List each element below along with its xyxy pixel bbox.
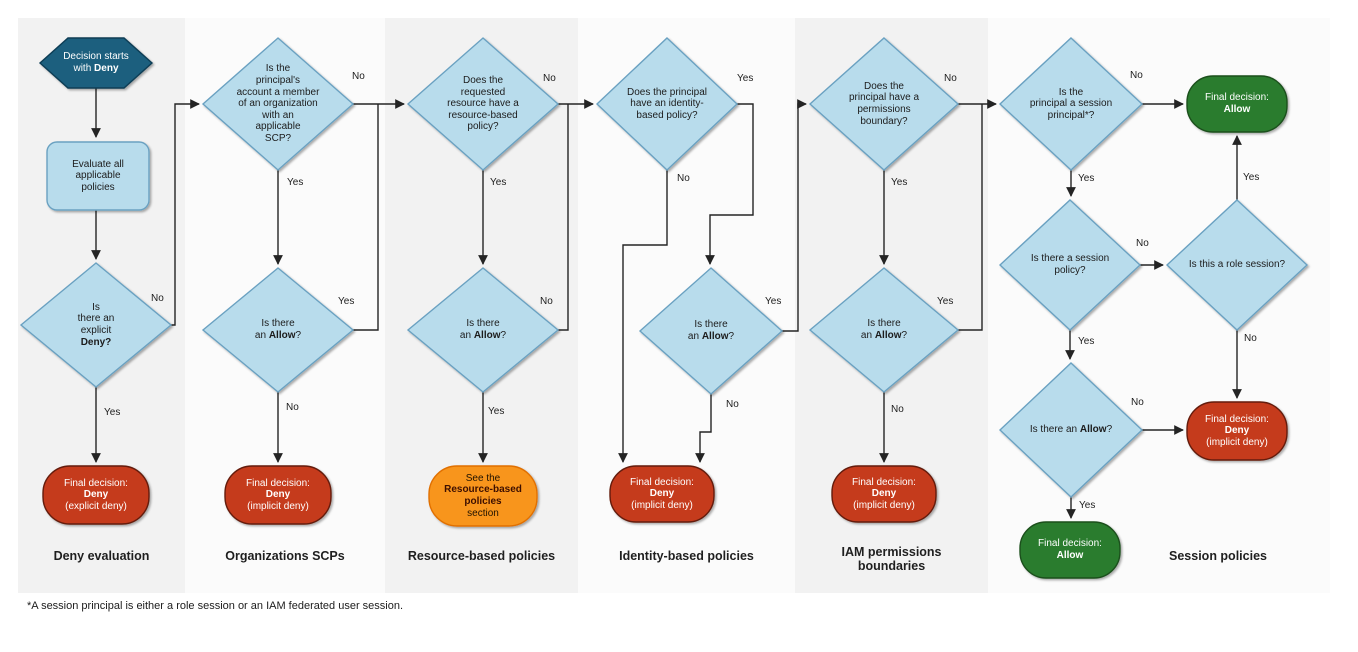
resource-allow-diamond [406,267,560,393]
scp-allow-diamond [201,267,355,393]
edge-label-yes: Yes [1243,172,1260,183]
column-label-resource-based-policies: Resource-based policies [407,549,556,563]
edge-label-no: No [151,293,164,304]
edge-label-no: No [1136,238,1149,249]
allow-final-top-pill [1186,75,1288,133]
evaluate-policies-text: Evaluate all applicable policies [72,158,124,193]
identity-deny-implicit-pill [609,465,715,523]
see-resource-based-pill [428,465,538,527]
column-label-identity-based-policies: Identity-based policies [619,549,754,563]
scp-member-question-text: Is the principal's account a member of a… [236,63,320,144]
column-label-session-policies: Session policies [1169,549,1267,563]
role-session-diamond [1165,199,1309,331]
boundary-deny-implicit-text: Final decision: Deny (implicit deny) [852,476,916,511]
edge-label-yes: Yes [1079,500,1096,511]
edge-ibp-no-to-deny-implicit [618,170,668,463]
explicit-deny-question-text: Is there an explicit Deny? [77,301,115,348]
identity-allow-question-text: Is there an Allow? [687,319,735,342]
role-session-question-text: Is this a role session? [1188,259,1286,271]
edge-label-no: No [677,173,690,184]
session-principal-diamond [998,37,1144,171]
edge-label-yes: Yes [937,296,954,307]
edge-label-no: No [1131,397,1144,408]
edge-label-yes: Yes [488,406,505,417]
edge-label-no: No [543,73,556,84]
column-label-organizations-scps: Organizations SCPs [225,549,345,563]
deny-explicit-text: Final decision: Deny (explicit deny) [64,477,128,512]
explicit-deny-diamond [19,262,173,388]
deny-explicit-pill [42,465,150,525]
edge-label-yes: Yes [1078,173,1095,184]
column-label-iam-permissions-boundaries: IAM permissions boundaries [841,545,942,573]
edge-label-yes: Yes [1078,336,1095,347]
edge-label-no: No [726,399,739,410]
boundary-deny-implicit-pill [831,465,937,523]
session-allow-diamond [998,362,1144,498]
session-deny-implicit-text: Final decision: Deny (implicit deny) [1205,413,1269,448]
edge-label-yes: Yes [104,407,121,418]
permissions-boundary-diamond [808,37,960,171]
boundary-allow-diamond [808,267,960,393]
session-allow-question-text: Is there an Allow? [1029,424,1113,436]
edge-label-no: No [352,71,365,82]
edge-label-yes: Yes [287,177,304,188]
edge-label-no: No [286,402,299,413]
column-label-deny-evaluation: Deny evaluation [53,549,150,563]
resource-policy-question-text: Does the requested resource have a resou… [447,75,519,133]
scp-deny-implicit-pill [224,465,332,525]
edge-label-no: No [944,73,957,84]
identity-policy-diamond [595,37,739,171]
session-principal-question-text: Is the principal a session principal*? [1029,86,1113,121]
edge-scp-allow-yes-merge [353,104,379,331]
allow-final-bottom-pill [1019,521,1121,579]
edge-label-no: No [1130,70,1143,81]
session-principal-footnote: *A session principal is either a role se… [27,600,404,612]
edge-no-to-organizations-scps [171,99,200,326]
session-deny-implicit-pill [1186,401,1288,461]
scp-allow-question-text: Is there an Allow? [254,318,302,341]
edge-label-yes: Yes [338,296,355,307]
start-hexagon [38,37,154,89]
allow-final-top-text: Final decision: Allow [1205,92,1269,115]
allow-final-bottom-text: Final decision: Allow [1038,538,1102,561]
resource-policy-diamond [406,37,560,171]
edge-ibp-yes-to-allow-check [705,103,754,265]
edge-rbp-allow-no-merge [558,104,569,331]
boundary-allow-question-text: Is there an Allow? [860,318,908,341]
edge-label-yes: Yes [737,73,754,84]
start-hexagon-text: Decision starts with Deny [63,51,129,74]
edge-label-no: No [891,404,904,415]
edge-label-yes: Yes [891,177,908,188]
edge-label-no: No [540,296,553,307]
edge-ibp-allow-no-to-deny-implicit [695,394,712,463]
session-policy-diamond [998,199,1142,331]
permissions-boundary-question-text: Does the principal have a permissions bo… [848,80,920,127]
scp-member-diamond [201,37,355,171]
edge-pb-allow-yes-merge [958,104,983,331]
edge-label-yes: Yes [490,177,507,188]
edge-label-no: No [1244,333,1257,344]
scp-deny-implicit-text: Final decision: Deny (implicit deny) [246,477,310,512]
edge-to-permissions-boundaries [782,99,807,332]
see-resource-based-text: See the Resource-based policies section [444,472,522,519]
session-policy-question-text: Is there a session policy? [1030,253,1110,276]
edge-label-yes: Yes [765,296,782,307]
identity-deny-implicit-text: Final decision: Deny (implicit deny) [630,476,694,511]
identity-policy-question-text: Does the principal have an identity- bas… [626,86,708,121]
evaluate-policies-box [46,141,150,211]
resource-allow-question-text: Is there an Allow? [459,318,507,341]
identity-allow-diamond [638,267,784,395]
